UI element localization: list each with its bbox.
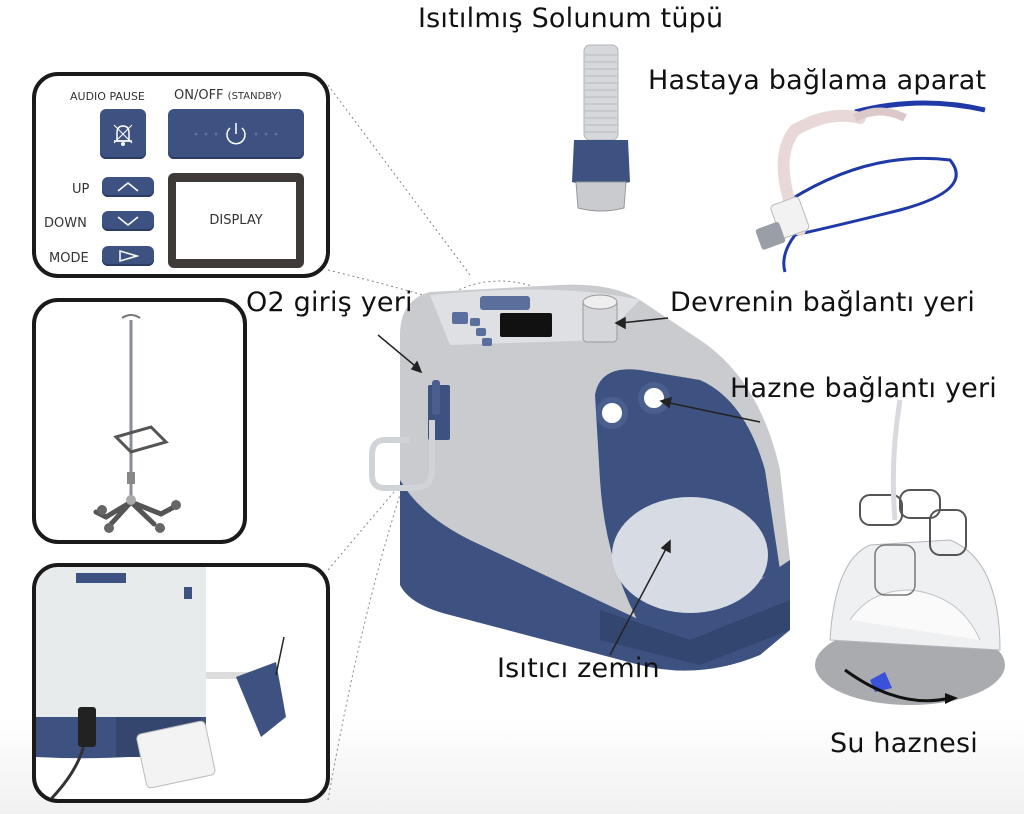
on-off-label: ON/OFF (STANDBY) <box>174 88 282 103</box>
inset-rear-mount <box>32 563 330 803</box>
label-o2-inlet: O2 giriş yeri <box>246 287 413 318</box>
rear-mount-illustration <box>36 567 286 799</box>
mode-button[interactable] <box>102 246 154 266</box>
label-heated-tube: Isıtılmış Solunum tüpü <box>418 3 724 34</box>
chevron-down-icon <box>117 216 139 226</box>
label-patient-interface: Hastaya bağlama aparat <box>648 65 987 96</box>
up-label: UP <box>72 182 90 197</box>
chevron-up-icon <box>117 182 139 192</box>
up-button[interactable] <box>102 177 154 197</box>
label-chamber-port: Hazne bağlantı yeri <box>730 373 997 404</box>
iv-pole-illustration <box>93 314 181 533</box>
humidifier-device-illustration <box>369 284 790 671</box>
mode-label: MODE <box>49 251 89 266</box>
power-icon <box>194 123 278 145</box>
water-chamber-illustration <box>815 399 1005 705</box>
display-frame: DISPLAY <box>168 173 304 268</box>
label-circuit-port: Devrenin bağlantı yeri <box>670 287 976 318</box>
label-water-chamber: Su haznesi <box>830 728 978 759</box>
on-off-button[interactable] <box>168 109 304 159</box>
play-triangle-icon <box>119 249 140 263</box>
inset-control-panel: AUDIO PAUSE ON/OFF (STANDBY) UP DOWN MOD… <box>32 72 330 278</box>
label-heater-plate: Isıtıcı zemin <box>497 653 660 684</box>
down-button[interactable] <box>102 211 154 231</box>
bell-mute-icon <box>113 124 133 146</box>
heated-tube-illustration <box>572 44 630 212</box>
pointer-arrows <box>377 316 761 656</box>
audio-pause-button[interactable] <box>100 109 146 159</box>
down-label: DOWN <box>44 216 87 231</box>
display-screen: DISPLAY <box>176 182 296 259</box>
inset-iv-pole <box>32 298 247 544</box>
patient-interface-illustration <box>755 100 986 273</box>
audio-pause-label: AUDIO PAUSE <box>70 90 145 103</box>
